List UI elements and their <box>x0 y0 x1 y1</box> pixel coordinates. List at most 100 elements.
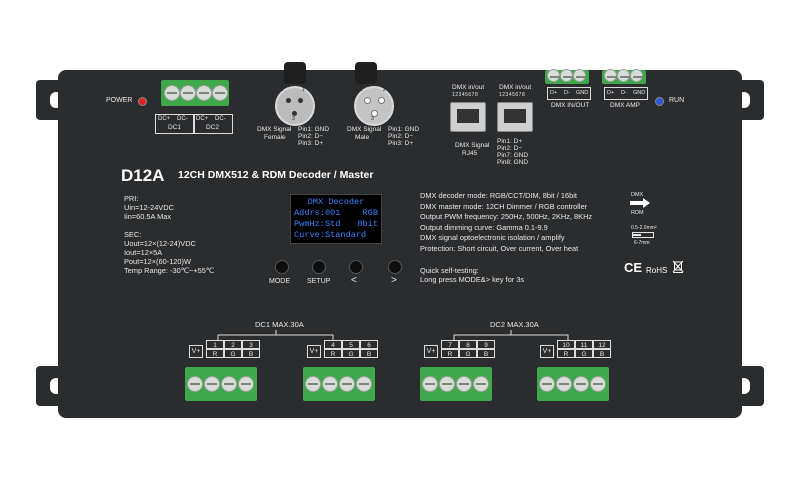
xlr-female-pin2: Pin2: D− <box>298 133 324 140</box>
screen-line-2-right: RGB <box>362 208 378 218</box>
group1-vplus: V+ <box>191 348 201 355</box>
dmx-in-out-gnd: GND <box>576 90 589 96</box>
group1-col-g: G <box>224 349 242 358</box>
dc2-name-label: DC2 <box>206 124 220 131</box>
right-specs: DMX decoder mode: RGB/CCT/DIM, 8bit / 16… <box>420 191 592 255</box>
group1-vplus-cell: V+ <box>189 345 203 358</box>
group1-num-3: 3 <box>242 340 260 349</box>
spec-uin: Uin=12-24VDC <box>124 203 174 213</box>
self-test-title: Quick self-testing: <box>420 266 479 275</box>
dc1-name-label: DC1 <box>168 124 182 131</box>
xlr-female-bracket <box>284 62 306 84</box>
screen-line-1: DMX Decoder <box>307 197 365 207</box>
dc2-plus-label: DC+ <box>196 116 209 122</box>
rj45-title1: DMX Signal <box>455 142 490 149</box>
group3-col-r: R <box>441 349 459 358</box>
output-terminal-4[interactable] <box>537 367 609 401</box>
rj45-pin8: Pin8: GND <box>497 159 529 166</box>
ce-mark-icon: CE <box>624 260 643 275</box>
xlr-male-pin1-num: 1 <box>360 87 363 93</box>
xlr-female-pin3-num: 3 <box>292 116 295 122</box>
output-bracket-lines <box>217 330 569 341</box>
power-label: POWER <box>106 97 133 104</box>
xlr-male-pin3-num: 3 <box>371 116 374 122</box>
xlr-male-pin2-num: 2 <box>383 87 386 93</box>
xlr-female-pin1: Pin1: GND <box>298 126 330 133</box>
dmx-in-out-dminus: D- <box>564 90 570 96</box>
dmx-amp-terminal[interactable] <box>602 69 646 84</box>
rj45-pin1: Pin1: D+ <box>497 138 523 145</box>
output-terminal-2[interactable] <box>303 367 375 401</box>
dc-input-terminal[interactable] <box>161 80 229 106</box>
xlr-female-title1: DMX Signal <box>257 126 292 133</box>
group4-col-r: R <box>557 349 575 358</box>
xlr-female-connector[interactable] <box>275 86 315 126</box>
xlr-male-connector[interactable] <box>354 86 394 126</box>
oled-screen: DMX Decoder Addrs:001 RGB PwmHz:Std 8bit… <box>290 194 382 244</box>
xlr-female-title2: Female <box>264 134 286 141</box>
group4-num-1: 10 <box>557 340 575 349</box>
group2-vplus-cell: V+ <box>307 345 321 358</box>
left-specs: PRI: Uin=12-24VDC Iin=60.5A Max SEC: Uou… <box>124 194 214 276</box>
xlr-male-title1: DMX Signal <box>347 126 382 133</box>
dmx-in-out-label: DMX IN/OUT <box>551 102 590 109</box>
group4-col-b: B <box>593 349 611 358</box>
dmx-in-out-pin-box: D+ D- GND <box>547 87 591 100</box>
rj45-pin2: Pin2: D− <box>497 145 523 152</box>
dc1-plus-label: DC+ <box>158 116 171 122</box>
dc1-label-box: DC+ DC- DC1 <box>155 114 195 134</box>
mode-button[interactable] <box>275 260 289 274</box>
group4-col-g: G <box>575 349 593 358</box>
dc2-label-box: DC+ DC- DC2 <box>193 114 233 134</box>
group4-num-3: 12 <box>593 340 611 349</box>
right-button[interactable] <box>388 260 402 274</box>
feature-1: DMX decoder mode: RGB/CCT/DIM, 8bit / 16… <box>420 191 577 200</box>
spec-sec: SEC: <box>124 229 142 239</box>
dmx-in-out-terminal[interactable] <box>545 69 589 84</box>
dc1-minus-label: DC- <box>177 116 188 122</box>
left-button[interactable] <box>349 260 363 274</box>
xlr-female-pin1-num: 1 <box>302 87 305 93</box>
group4-vplus: V+ <box>542 348 552 355</box>
rj45-label-2: DMX in/out <box>499 84 532 91</box>
group2-col-r: R <box>324 349 342 358</box>
rdm-icon-label: RDM <box>631 210 644 216</box>
mode-button-label: MODE <box>269 278 290 285</box>
group1-num-1: 1 <box>206 340 224 349</box>
group3-vplus: V+ <box>426 348 436 355</box>
output-terminal-1[interactable] <box>185 367 257 401</box>
group3-num-2: 8 <box>459 340 477 349</box>
xlr-female-pin2-num: 2 <box>281 87 284 93</box>
xlr-female-pin3: Pin3: D+ <box>298 140 324 147</box>
group4-vplus-cell: V+ <box>540 345 554 358</box>
group2-num-1: 4 <box>324 340 342 349</box>
run-label: RUN <box>669 97 685 104</box>
group3-col-b: B <box>477 349 495 358</box>
dmx-amp-gnd: GND <box>633 90 646 96</box>
xlr-male-pin3: Pin3: D+ <box>388 140 414 147</box>
group3-num-1: 7 <box>441 340 459 349</box>
group3-num-3: 9 <box>477 340 495 349</box>
feature-3: Output PWM frequency: 250Hz, 500Hz, 2KHz… <box>420 212 593 222</box>
group2-col-b: B <box>360 349 378 358</box>
dmx-rdm-arrow-icon <box>630 198 650 208</box>
setup-button[interactable] <box>312 260 326 274</box>
right-button-label: > <box>391 275 397 286</box>
xlr-male-title2: Male <box>355 134 370 141</box>
group2-col-g: G <box>342 349 360 358</box>
rj45-title2: RJ45 <box>462 150 478 157</box>
spec-pri: PRI: <box>124 194 139 203</box>
xlr-male-pin2: Pin2: D− <box>388 133 414 140</box>
screen-line-4: Curve:Standard <box>294 230 367 240</box>
feature-2: DMX master mode: 12CH Dimmer / RGB contr… <box>420 201 588 211</box>
dmx-amp-dplus: D+ <box>607 90 615 96</box>
group4-num-2: 11 <box>575 340 593 349</box>
rj45-pin7: Pin7: GND <box>497 152 529 159</box>
group3-vplus-cell: V+ <box>424 345 438 358</box>
weee-bin-icon <box>672 260 684 273</box>
rj45-label-1: DMX in/out <box>452 84 485 91</box>
group2-num-3: 6 <box>360 340 378 349</box>
output-terminal-3[interactable] <box>420 367 492 401</box>
rj45-port-2[interactable] <box>497 102 533 132</box>
rj45-port-1[interactable] <box>450 102 486 132</box>
